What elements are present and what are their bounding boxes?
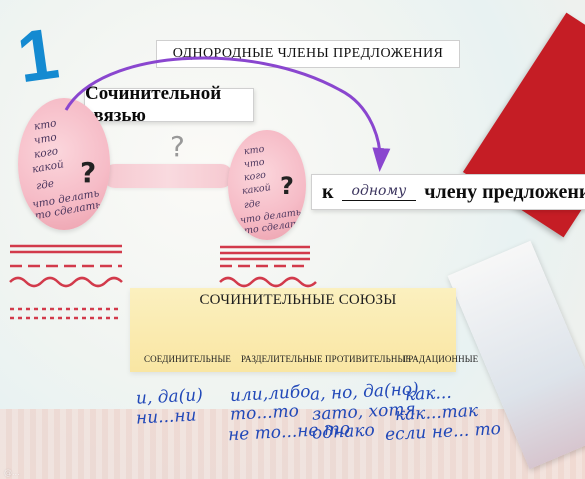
left-oval-word: кого bbox=[33, 146, 59, 161]
left-question-oval: кто что кого какой где что делать что сд… bbox=[18, 98, 110, 230]
right-oval-word: какой bbox=[241, 183, 271, 196]
conjunction-category-adversative: ПРОТИВИТЕЛЬНЫЕ bbox=[325, 354, 411, 364]
right-oval-question-mark: ? bbox=[280, 172, 294, 200]
handwritten-example: как... bbox=[405, 385, 452, 404]
conjunction-category-connecting: СОЕДИНИТЕЛЬНЫЕ bbox=[144, 354, 231, 364]
right-underlines bbox=[220, 247, 316, 286]
to-member-prefix: к bbox=[322, 181, 334, 204]
left-oval-question-mark: ? bbox=[80, 156, 96, 189]
left-oval-word: что bbox=[33, 132, 57, 146]
right-oval-word: где bbox=[243, 199, 261, 211]
right-oval-word: кто bbox=[243, 145, 265, 157]
left-oval-word: где bbox=[35, 179, 55, 192]
right-oval-word: кого bbox=[243, 171, 266, 183]
image-caption: @... bbox=[4, 468, 20, 477]
oval-bridge bbox=[103, 164, 233, 188]
left-underlines bbox=[10, 246, 122, 318]
conjunction-category-disjunctive: РАЗДЕЛИТЕЛЬНЫЕ bbox=[241, 354, 323, 364]
right-oval-word: что bbox=[243, 158, 265, 170]
to-member-strip: к одному члену предложения bbox=[311, 174, 585, 210]
left-oval-word: кто bbox=[33, 118, 57, 132]
left-oval-word: какой bbox=[31, 159, 64, 175]
coordination-strip: Сочинительной связью bbox=[84, 88, 254, 122]
right-question-oval: кто что кого какой где что делать что сд… bbox=[228, 130, 306, 240]
handwritten-example: то...то bbox=[230, 403, 300, 424]
conjunctions-title: СОЧИНИТЕЛЬНЫЕ СОЮЗЫ bbox=[155, 292, 441, 309]
main-title: ОДНОРОДНЫЕ ЧЛЕНЫ ПРЕДЛОЖЕНИЯ bbox=[156, 40, 460, 68]
handwritten-example: ни...ни bbox=[136, 407, 197, 427]
conjunction-category-gradational: ГРАДАЦИОННЫЕ bbox=[403, 354, 478, 364]
to-member-suffix: члену предложения bbox=[424, 181, 585, 204]
big-number: 1 bbox=[13, 18, 63, 95]
center-question-mark: ? bbox=[170, 130, 185, 163]
handwritten-example: однако bbox=[312, 422, 376, 442]
to-member-handwritten: одному bbox=[342, 184, 417, 201]
